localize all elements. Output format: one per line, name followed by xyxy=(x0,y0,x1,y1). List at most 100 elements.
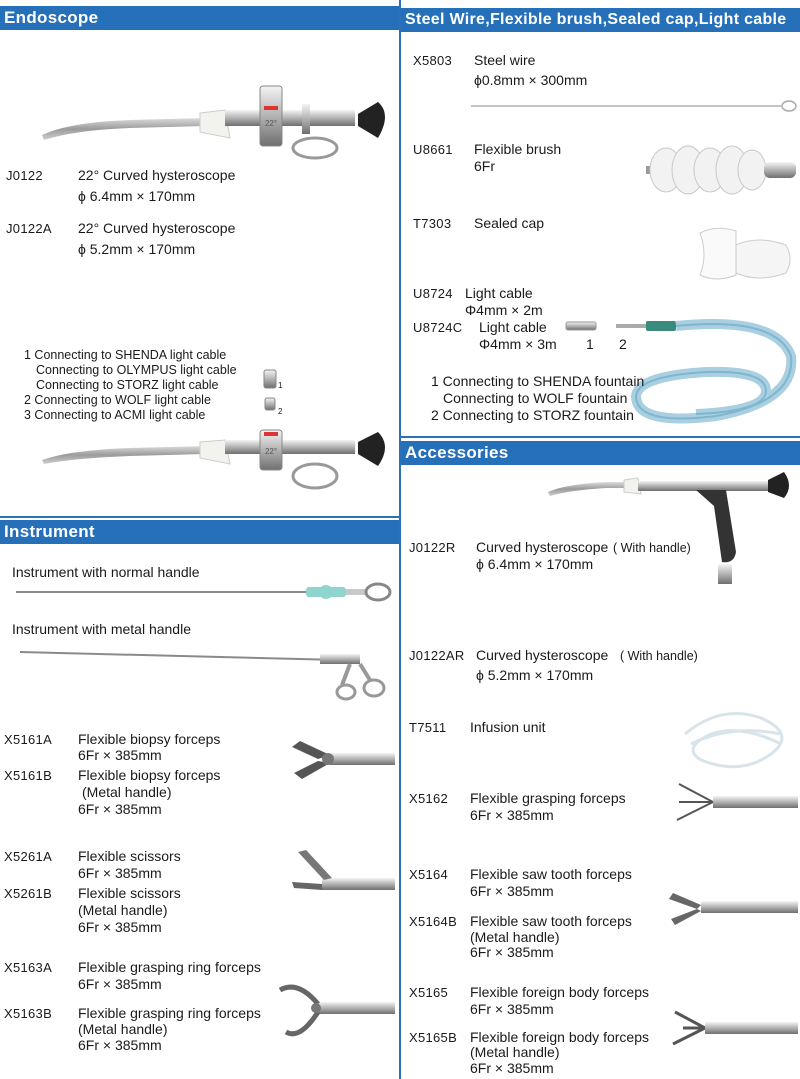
product-name: Curved hysteroscope xyxy=(476,539,609,555)
product-spec: ϕ 5.2mm × 170mm xyxy=(476,667,594,683)
biopsy-forceps-image xyxy=(292,741,395,779)
product-note: ( With handle) xyxy=(613,541,691,555)
product-name: Flexible grasping ring forceps xyxy=(78,959,261,975)
product-name: Flexible scissors xyxy=(78,885,181,901)
steel-wire-image xyxy=(471,100,797,112)
adapter-number: 2 xyxy=(278,407,283,416)
handled-hysteroscope-image xyxy=(548,472,789,584)
product-spec: 6Fr × 385mm xyxy=(78,801,162,817)
product-note: (Metal handle) xyxy=(470,1044,560,1060)
grasping-forceps-image xyxy=(676,783,798,821)
product-spec: Φ4mm × 2m xyxy=(465,302,543,318)
product-name: Light cable xyxy=(465,285,533,301)
product-code: X5164 xyxy=(409,867,449,882)
product-spec: 6Fr × 385mm xyxy=(78,1037,162,1053)
product-code: T7511 xyxy=(409,720,447,735)
product-spec: 6Fr × 385mm xyxy=(78,919,162,935)
connector-line: 2 Connecting to WOLF light cable xyxy=(24,393,211,407)
hysteroscope-image: 22° xyxy=(42,85,385,160)
product-name: Flexible saw tooth forceps xyxy=(470,913,632,929)
product-code: X5165 xyxy=(409,985,449,1000)
ring-forceps-image xyxy=(278,984,395,1037)
product-name: Flexible grasping ring forceps xyxy=(78,1005,261,1021)
product-code: X5162 xyxy=(409,791,449,806)
adapter-number: 1 xyxy=(278,381,283,390)
product-code: J0122R xyxy=(409,540,456,555)
product-name: Flexible grasping forceps xyxy=(470,790,626,806)
product-spec: 6Fr × 385mm xyxy=(470,944,554,960)
product-code: J0122AR xyxy=(409,648,465,663)
product-spec: 6Fr × 385mm xyxy=(470,1060,554,1076)
foreign-body-forceps-image xyxy=(672,1010,798,1046)
light-cable-image xyxy=(565,319,797,424)
product-code: X5261A xyxy=(4,849,53,864)
metal-handle-instrument-image xyxy=(19,651,386,701)
product-code: X5161A xyxy=(4,732,53,747)
svg-text:22°: 22° xyxy=(265,447,277,456)
product-code: U8724C xyxy=(413,320,463,335)
instrument-label: Instrument with normal handle xyxy=(12,564,200,580)
product-note: (Metal handle) xyxy=(82,784,172,800)
product-code: X5261B xyxy=(4,886,53,901)
product-note: ( With handle) xyxy=(620,649,698,663)
fountain-line: 1 Connecting to SHENDA fountain xyxy=(431,373,645,389)
product-code: J0122 xyxy=(6,168,43,183)
product-code: T7303 xyxy=(413,216,452,231)
product-name: Flexible scissors xyxy=(78,848,181,864)
product-spec: 6Fr × 385mm xyxy=(78,865,162,881)
product-spec: 6Fr xyxy=(474,158,495,174)
product-spec: 6Fr × 385mm xyxy=(470,1001,554,1017)
connector-line: 3 Connecting to ACMI light cable xyxy=(24,408,206,422)
connector-line: 1 Connecting to SHENDA light cable xyxy=(24,348,227,362)
product-name: Flexible biopsy forceps xyxy=(78,731,221,747)
product-code: J0122A xyxy=(6,221,52,236)
product-code: X5163B xyxy=(4,1006,53,1021)
scissors-image xyxy=(292,850,395,890)
product-name: Flexible biopsy forceps xyxy=(78,767,221,783)
connector-line: Connecting to OLYMPUS light cable xyxy=(36,363,237,377)
steel-header: Steel Wire,Flexible brush,Sealed cap,Lig… xyxy=(401,8,800,32)
product-name: Light cable xyxy=(479,319,547,335)
product-note: (Metal handle) xyxy=(78,902,168,918)
product-name: Flexible saw tooth forceps xyxy=(470,866,632,882)
hysteroscope-image: 22° xyxy=(42,429,385,490)
section-divider xyxy=(0,516,399,518)
product-name: Infusion unit xyxy=(470,719,546,735)
product-name: Flexible foreign body forceps xyxy=(470,1029,649,1045)
product-code: U8724 xyxy=(413,286,453,301)
product-name: 22° Curved hysteroscope xyxy=(78,167,236,183)
fountain-line: 2 Connecting to STORZ fountain xyxy=(431,407,634,423)
product-spec: 6Fr × 385mm xyxy=(470,883,554,899)
product-code: X5164B xyxy=(409,914,458,929)
connector-line: Connecting to STORZ light cable xyxy=(36,378,219,392)
fountain-line: Connecting to WOLF fountain xyxy=(443,390,628,406)
product-name: 22° Curved hysteroscope xyxy=(78,220,236,236)
product-code: X5161B xyxy=(4,768,53,783)
product-name: Flexible foreign body forceps xyxy=(470,984,649,1000)
product-note: (Metal handle) xyxy=(470,929,560,945)
product-spec: 6Fr × 385mm xyxy=(78,747,162,763)
instrument-label: Instrument with metal handle xyxy=(12,621,191,637)
product-code: X5163A xyxy=(4,960,53,975)
product-spec: ϕ 6.4mm × 170mm xyxy=(476,556,594,572)
product-spec: Φ4mm × 3m xyxy=(479,336,557,352)
product-note: (Metal handle) xyxy=(78,1021,168,1037)
accessories-header: Accessories xyxy=(401,441,800,465)
instrument-header: Instrument xyxy=(0,520,399,544)
product-code: X5165B xyxy=(409,1030,458,1045)
adapter-image xyxy=(263,369,277,411)
svg-text:22°: 22° xyxy=(265,119,277,128)
product-spec: 6Fr × 385mm xyxy=(470,807,554,823)
normal-handle-instrument-image xyxy=(16,582,392,602)
product-name: Flexible brush xyxy=(474,141,562,157)
cable-number: 1 xyxy=(586,336,594,352)
infusion-unit-image xyxy=(684,712,784,769)
product-spec: ϕ0.8mm × 300mm xyxy=(474,72,588,88)
product-spec: ϕ 6.4mm × 170mm xyxy=(78,188,196,204)
flexible-brush-image xyxy=(646,145,796,195)
product-name: Curved hysteroscope xyxy=(476,647,609,663)
left-column: Endoscope 22° J0122 22° Curved hysterosc… xyxy=(0,0,399,1079)
product-code: U8661 xyxy=(413,142,453,157)
saw-tooth-forceps-image xyxy=(669,893,798,925)
product-name: Steel wire xyxy=(474,52,536,68)
